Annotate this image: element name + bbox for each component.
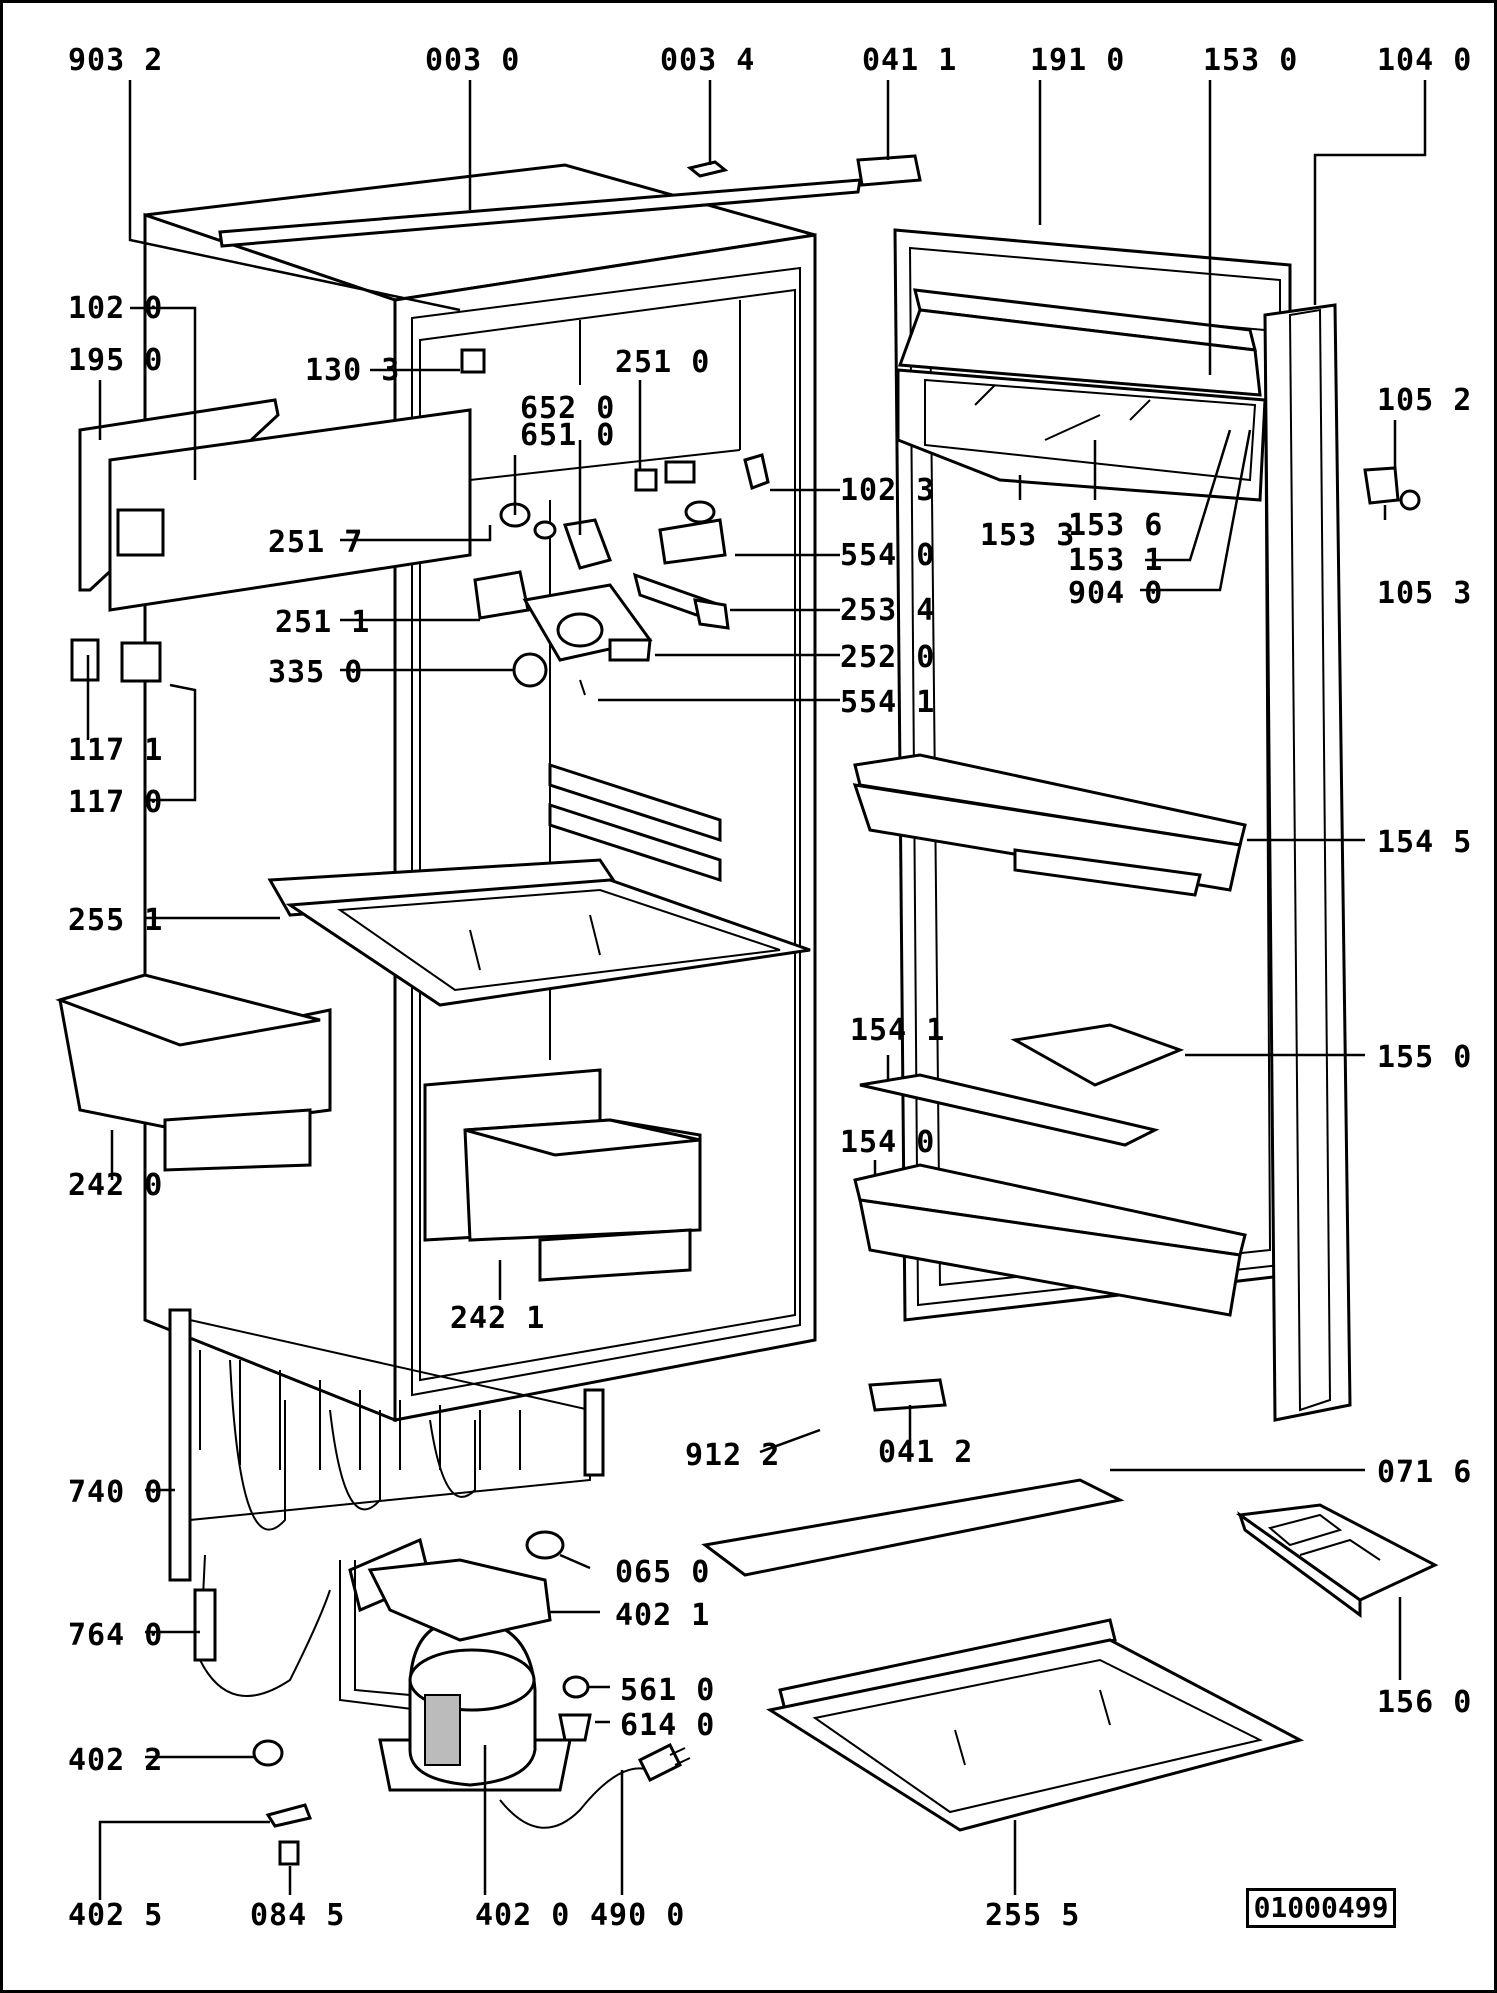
label-242-1: 242 1 <box>450 1301 545 1336</box>
label-195-0: 195 0 <box>68 343 163 378</box>
overload-402-2 <box>252 1739 284 1767</box>
label-153-6: 153 6 <box>1068 508 1163 543</box>
label-117-0: 117 0 <box>68 785 163 820</box>
label-554-1: 554 1 <box>840 685 935 720</box>
bottom-cover-plate <box>701 1478 1125 1577</box>
evaporator-cover <box>78 398 472 612</box>
grommet-561 <box>562 1675 590 1699</box>
label-251-0: 251 0 <box>615 345 710 380</box>
label-251-1: 251 1 <box>275 605 370 640</box>
label-102-3: 102 3 <box>840 473 935 508</box>
label-153-0: 153 0 <box>1203 43 1298 78</box>
ice-tray <box>1235 1503 1439 1618</box>
label-402-0: 402 0 <box>475 1898 570 1933</box>
label-652-0: 652 0 <box>520 391 615 426</box>
label-561-0: 561 0 <box>620 1673 715 1708</box>
label-105-2: 105 2 <box>1377 383 1472 418</box>
clip-left <box>70 638 100 682</box>
label-402-2: 402 2 <box>68 1743 163 1778</box>
label-065-0: 065 0 <box>615 1555 710 1590</box>
dairy-compartment <box>896 288 1267 502</box>
label-904-0: 904 0 <box>1068 576 1163 611</box>
label-154-1: 154 1 <box>850 1013 945 1048</box>
condenser <box>168 1308 605 1582</box>
hinge-bottom <box>868 1378 947 1412</box>
label-903-2: 903 2 <box>68 43 163 78</box>
label-912-2: 912 2 <box>685 1438 780 1473</box>
thermostat-assembly <box>460 348 770 696</box>
power-cord <box>499 1742 691 1829</box>
relay-065 <box>525 1530 565 1560</box>
label-402-5: 402 5 <box>68 1898 163 1933</box>
label-071-6: 071 6 <box>1377 1455 1472 1490</box>
glass-shelf-lower <box>766 1618 1305 1832</box>
label-242-0: 242 0 <box>68 1168 163 1203</box>
shelf-rail-1 <box>548 762 722 843</box>
crisper-drawer-outer <box>55 973 332 1172</box>
shelf-rail-2 <box>548 802 722 883</box>
label-614-0: 614 0 <box>620 1708 715 1743</box>
door-bar <box>859 1073 1160 1147</box>
glass-shelf-upper <box>267 858 811 1007</box>
label-156-0: 156 0 <box>1377 1685 1472 1720</box>
door-shelf-upper <box>852 753 1247 897</box>
label-084-5: 084 5 <box>250 1898 345 1933</box>
part-labels: 903 2 003 0 003 4 041 1 191 0 153 0 104 … <box>68 43 1472 1933</box>
label-153-1: 153 1 <box>1068 543 1163 578</box>
label-651-0: 651 0 <box>520 418 615 453</box>
egg-tray <box>1010 1023 1185 1087</box>
label-251-7: 251 7 <box>268 525 363 560</box>
label-104-0: 104 0 <box>1377 43 1472 78</box>
label-252-0: 252 0 <box>840 640 935 675</box>
label-335-0: 335 0 <box>268 655 363 690</box>
label-003-0: 003 0 <box>425 43 520 78</box>
hinge-top <box>856 154 922 187</box>
label-105-3: 105 3 <box>1377 576 1472 611</box>
top-trim-strip <box>218 178 862 248</box>
clip-right <box>120 641 162 683</box>
starter-614 <box>558 1713 592 1742</box>
label-191-0: 191 0 <box>1030 43 1125 78</box>
label-154-5: 154 5 <box>1377 825 1472 860</box>
door <box>893 228 1352 1422</box>
clip-402-5 <box>265 1803 313 1828</box>
crisper-drawer-inner <box>423 1068 702 1282</box>
leader-lines <box>86 80 1427 1900</box>
label-554-0: 554 0 <box>840 538 935 573</box>
label-130-3: 130 3 <box>305 353 400 388</box>
compressor-tray <box>367 1558 552 1642</box>
label-764-0: 764 0 <box>68 1618 163 1653</box>
label-402-1: 402 1 <box>615 1598 710 1633</box>
document-number-box: 01000499 <box>1246 1888 1396 1928</box>
label-153-3: 153 3 <box>980 518 1075 553</box>
label-155-0: 155 0 <box>1377 1040 1472 1075</box>
label-102-0: 102 0 <box>68 291 163 326</box>
label-041-2: 041 2 <box>878 1435 973 1470</box>
trim-clip <box>686 160 729 178</box>
hinge-pin-105-2 <box>1363 466 1400 505</box>
door-shelf-lower <box>853 1163 1247 1317</box>
label-003-4: 003 4 <box>660 43 755 78</box>
label-154-0: 154 0 <box>840 1125 935 1160</box>
label-490-0: 490 0 <box>590 1898 685 1933</box>
capillary-tube <box>198 1554 331 1697</box>
label-255-1: 255 1 <box>68 903 163 938</box>
label-117-1: 117 1 <box>68 733 163 768</box>
pin-084-5 <box>278 1840 300 1866</box>
label-255-5: 255 5 <box>985 1898 1080 1933</box>
label-253-4: 253 4 <box>840 593 935 628</box>
label-041-1: 041 1 <box>862 43 957 78</box>
filter-drier <box>193 1588 217 1662</box>
label-740-0: 740 0 <box>68 1475 163 1510</box>
hinge-pin-105-3 <box>1399 489 1421 511</box>
